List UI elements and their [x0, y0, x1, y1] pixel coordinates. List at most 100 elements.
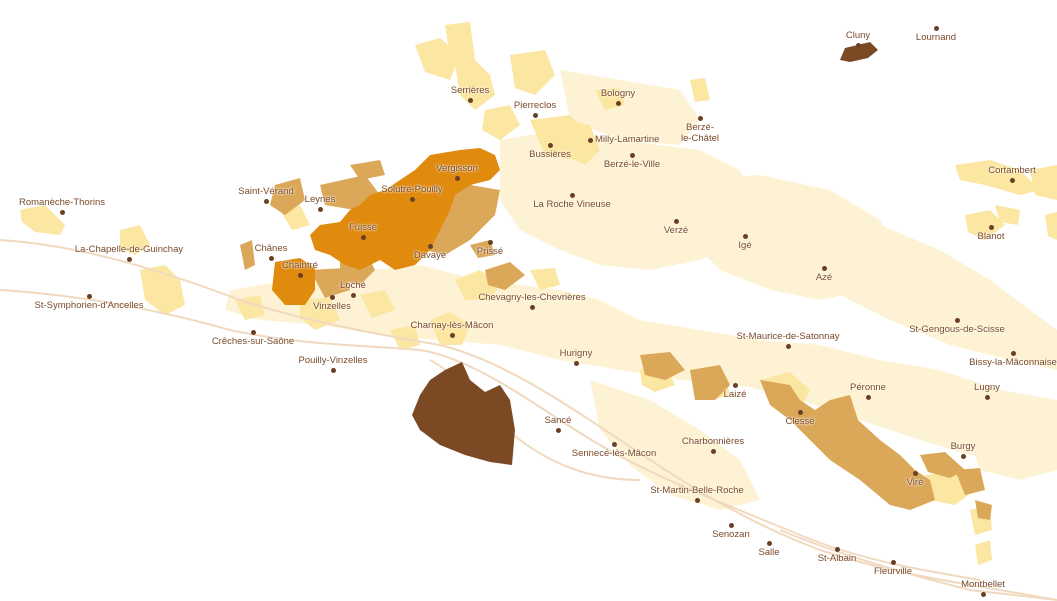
town-dot-icon — [729, 523, 734, 528]
town-dot-icon — [1011, 351, 1016, 356]
town-dot-icon — [468, 98, 473, 103]
town-dot-icon — [548, 143, 553, 148]
town-label: Prissé — [476, 246, 504, 257]
town-label: Charbonnières — [681, 436, 745, 447]
town-label: Igé — [738, 240, 752, 251]
town-label: Montbellet — [961, 579, 1005, 590]
town-dot-icon — [934, 26, 939, 31]
town-dot-icon — [733, 383, 738, 388]
town-dot-icon — [695, 498, 700, 503]
town-label: Vergisson — [436, 163, 478, 174]
town-dot-icon — [318, 207, 323, 212]
town-dot-icon — [743, 234, 748, 239]
town-label: Milly-Lamartine — [595, 134, 660, 145]
town-dot-icon — [961, 454, 966, 459]
town-dot-icon — [361, 235, 366, 240]
town-label: Crêches-sur-Saône — [211, 336, 295, 347]
town-dot-icon — [913, 471, 918, 476]
town-dot-icon — [786, 344, 791, 349]
town-label: Burgy — [950, 441, 976, 452]
town-label: Verzé — [663, 225, 689, 236]
town-dot-icon — [989, 225, 994, 230]
town-label: Sancé — [544, 415, 572, 426]
town-dot-icon — [127, 257, 132, 262]
town-label: Blanot — [977, 231, 1005, 242]
town-label: St-Gengous-de-Scisse — [909, 324, 1005, 335]
town-label: La Roche Vineuse — [533, 199, 611, 210]
town-label: Davayé — [413, 250, 447, 261]
town-dot-icon — [264, 199, 269, 204]
town-label: Chevagny-les-Chevrières — [478, 292, 586, 303]
town-label: Bologny — [600, 88, 636, 99]
town-dot-icon — [822, 266, 827, 271]
town-label: St-Symphorien-d'Ancelles — [34, 300, 144, 311]
town-dot-icon — [455, 176, 460, 181]
town-label: Loché — [340, 280, 366, 291]
town-label: Leynes — [304, 194, 336, 205]
town-dot-icon — [556, 428, 561, 433]
town-label: St-Albain — [817, 553, 857, 564]
town-dot-icon — [985, 395, 990, 400]
roads — [0, 239, 1057, 601]
town-dot-icon — [674, 219, 679, 224]
town-label: Viré — [906, 477, 924, 488]
town-dot-icon — [835, 547, 840, 552]
town-dot-icon — [767, 541, 772, 546]
town-dot-icon — [269, 256, 274, 261]
town-label: Saint-Vérand — [238, 186, 294, 197]
town-dot-icon — [1010, 178, 1015, 183]
town-label: Solutré-Pouilly — [381, 184, 443, 195]
town-dot-icon — [955, 318, 960, 323]
town-dot-icon — [488, 240, 493, 245]
town-label: Fleurville — [873, 566, 913, 577]
cru-orange-zones — [272, 148, 500, 305]
town-label: Clessé — [785, 416, 815, 427]
town-dot-icon — [330, 295, 335, 300]
town-dot-icon — [574, 361, 579, 366]
town-dot-icon — [856, 43, 861, 48]
town-dot-icon — [588, 138, 593, 143]
town-label: La-Chapelle-de-Guinchay — [74, 244, 184, 255]
town-label: Charnay-lès-Mâcon — [410, 320, 494, 331]
town-dot-icon — [351, 293, 356, 298]
town-dot-icon — [981, 592, 986, 597]
town-label: Salle — [758, 547, 780, 558]
cru-brown-zones — [412, 42, 878, 465]
town-dot-icon — [616, 101, 621, 106]
town-label: Lournand — [915, 32, 957, 43]
town-label: Hurigny — [559, 348, 593, 359]
town-dot-icon — [533, 113, 538, 118]
town-label: Pierreclos — [513, 100, 557, 111]
town-dot-icon — [87, 294, 92, 299]
town-label: Senozan — [712, 529, 750, 540]
town-dot-icon — [798, 410, 803, 415]
town-label: Cluny — [845, 30, 871, 41]
town-label: Fuissé — [349, 222, 377, 233]
town-label: Chaintré — [282, 260, 318, 271]
town-dot-icon — [891, 560, 896, 565]
town-label: Pouilly-Vinzelles — [298, 355, 368, 366]
town-dot-icon — [450, 333, 455, 338]
town-label: Sennecé-lès-Mâcon — [571, 448, 657, 459]
town-label: Laizé — [723, 389, 747, 400]
town-dot-icon — [298, 273, 303, 278]
town-dot-icon — [251, 330, 256, 335]
town-label: Cortambert — [988, 165, 1036, 176]
town-dot-icon — [570, 193, 575, 198]
town-dot-icon — [711, 449, 716, 454]
town-label: Berzé-le-Ville — [603, 159, 661, 170]
town-dot-icon — [60, 210, 65, 215]
town-label: St-Martin-Belle-Roche — [650, 485, 744, 496]
town-label: Chânes — [254, 243, 288, 254]
town-label: Péronne — [850, 382, 886, 393]
town-dot-icon — [530, 305, 535, 310]
town-label: Lugny — [974, 382, 1000, 393]
town-dot-icon — [866, 395, 871, 400]
town-label: Serrières — [450, 85, 490, 96]
town-label: Romanèche-Thorins — [18, 197, 106, 208]
town-label: Berzé-le-Châtel — [680, 122, 720, 144]
town-dot-icon — [630, 153, 635, 158]
town-dot-icon — [698, 116, 703, 121]
